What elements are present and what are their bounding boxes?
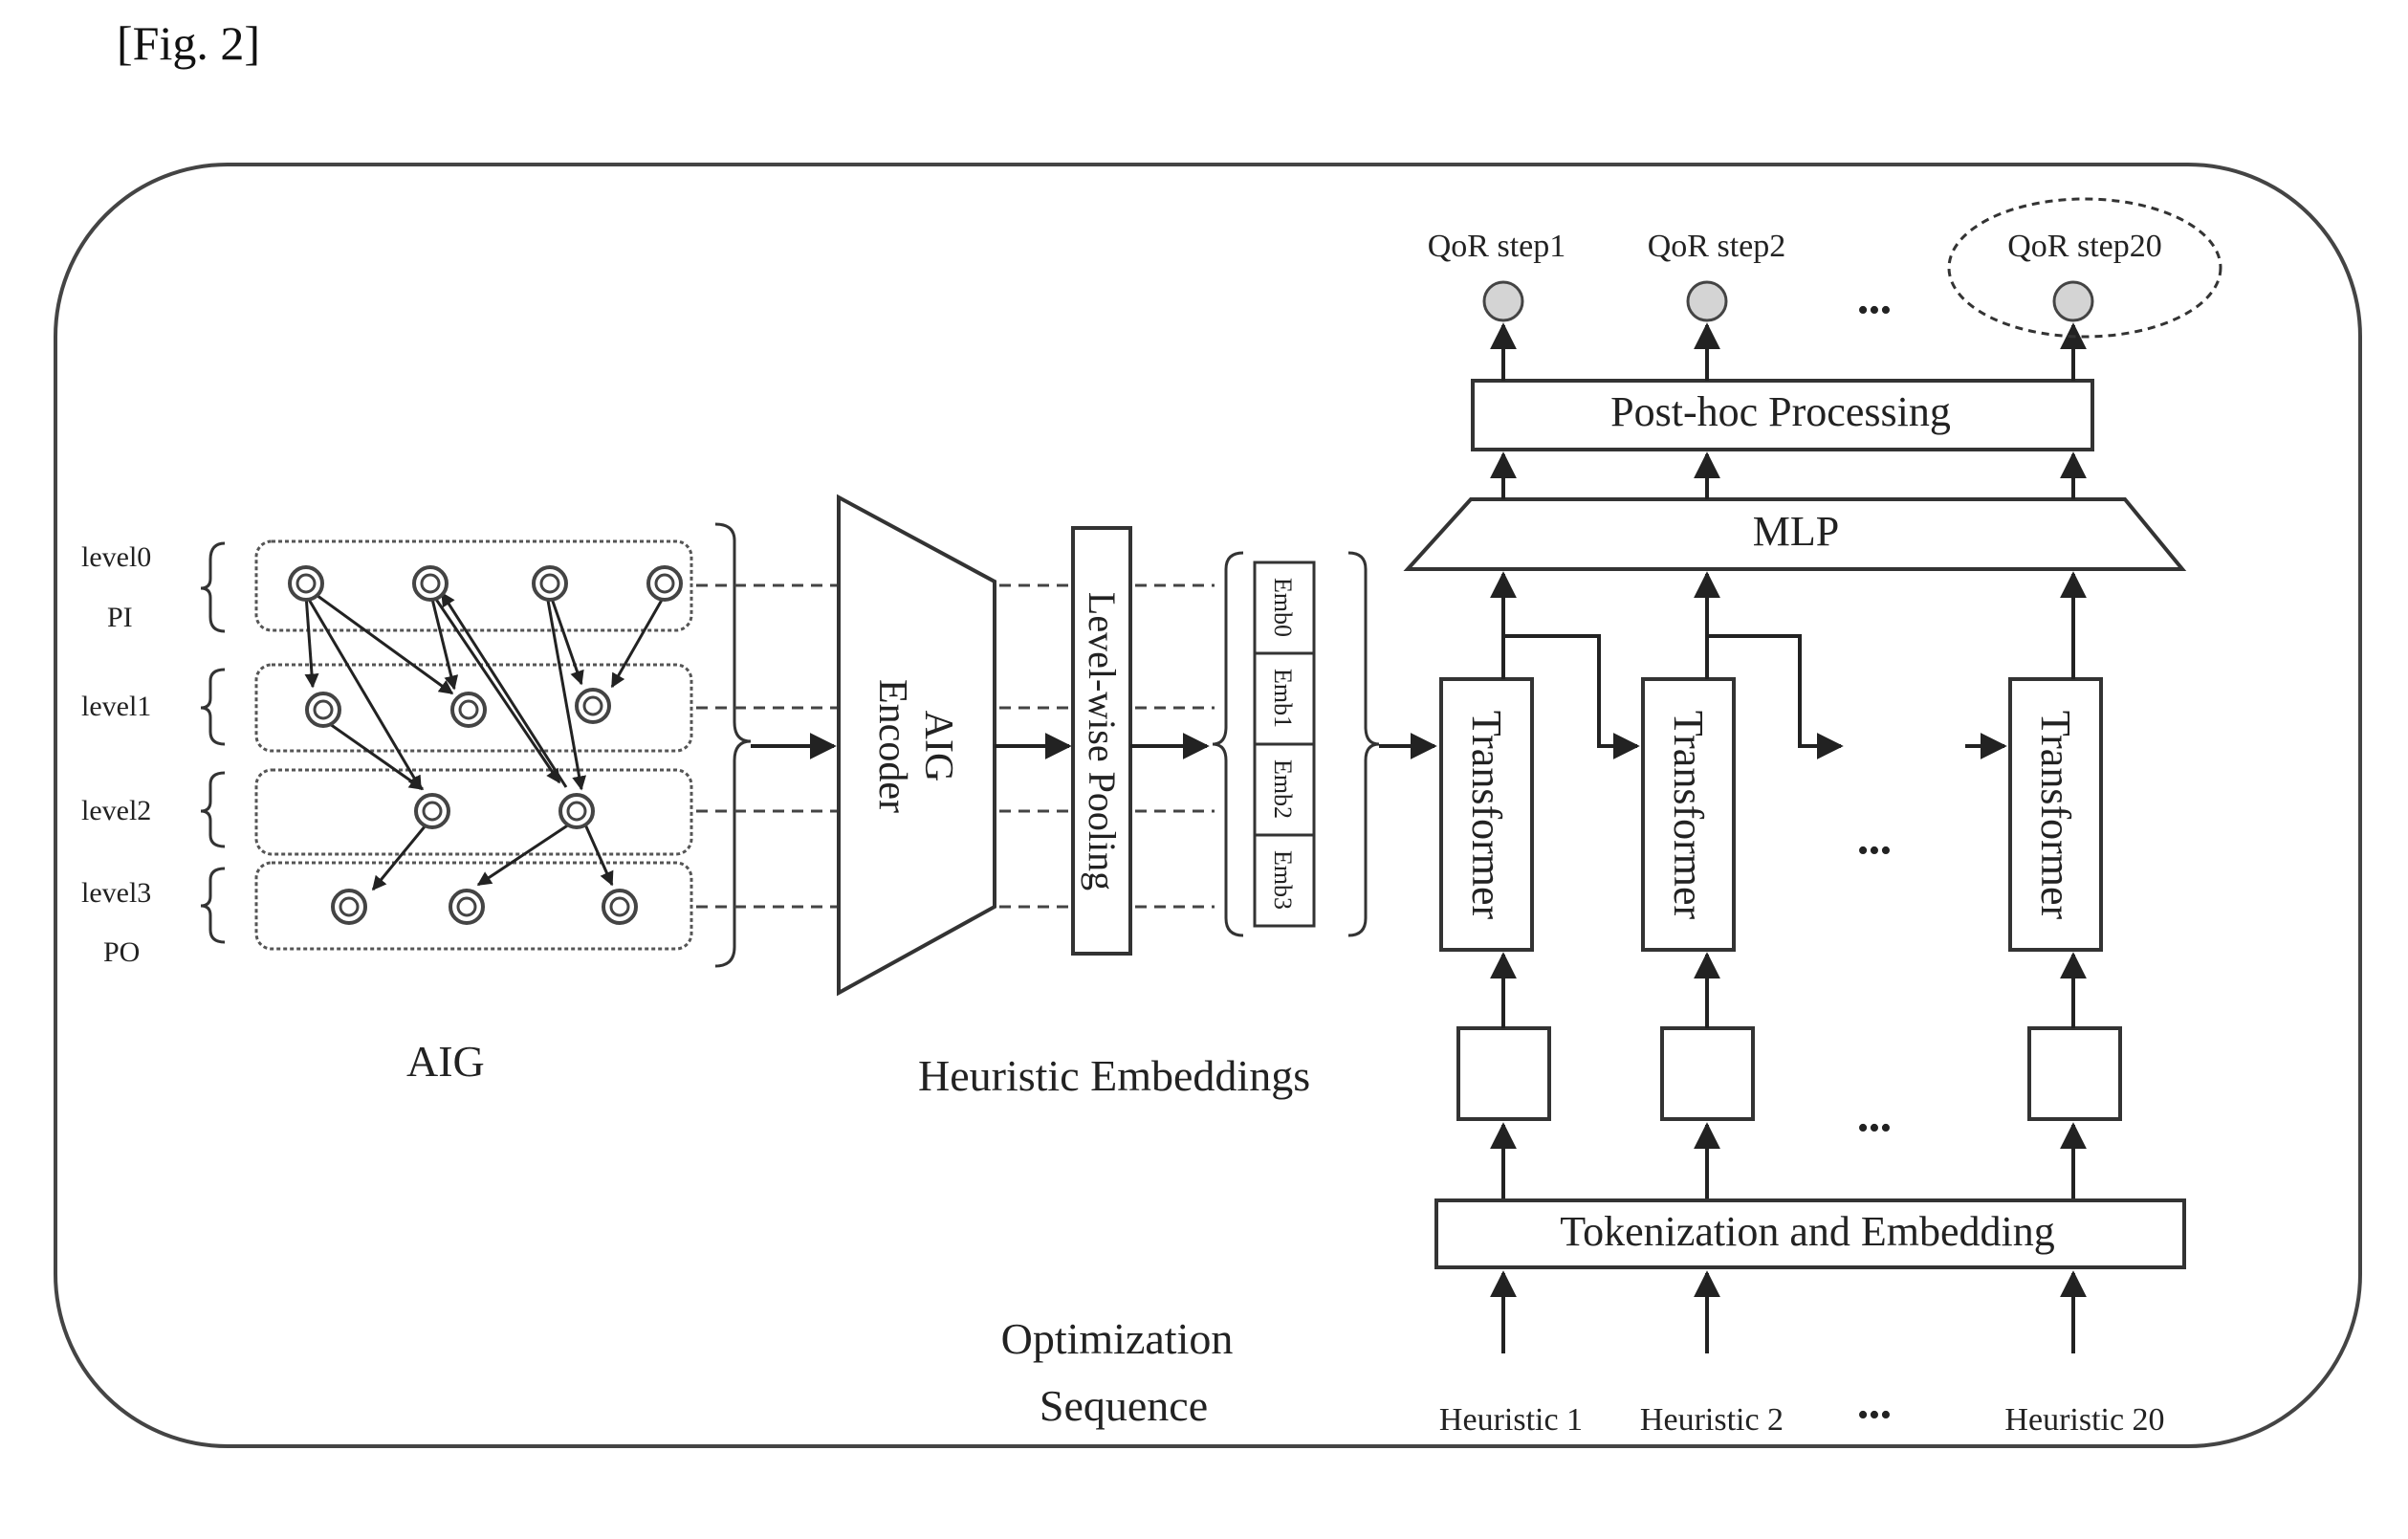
embeddings-right-brace <box>1347 551 1380 937</box>
pooling-to-embeddings-dashes <box>1135 583 1215 909</box>
aig-node <box>305 692 341 728</box>
token-to-transformer-arrows <box>1490 952 2087 1028</box>
level3-sublabel: PO <box>103 936 140 968</box>
tokenization-to-token-arrows <box>1490 1122 2087 1200</box>
heuristic-to-tokenization-arrows <box>1490 1270 2087 1353</box>
token-boxes <box>1456 1026 2122 1121</box>
embedding-cell-label: Emb0 <box>1269 578 1297 637</box>
embedding-cell <box>1253 742 1316 837</box>
transformer-label: Transformer <box>2032 711 2079 920</box>
aig-encoder-shape <box>837 494 996 997</box>
transformer-block <box>1641 677 1736 952</box>
tokenization-embedding-box <box>1434 1198 2186 1269</box>
qor-output-node <box>2052 280 2094 322</box>
level2-label: level2 <box>81 795 151 826</box>
heuristic-2-label: Heuristic 2 <box>1640 1402 1784 1438</box>
level0-brace <box>200 541 226 633</box>
aig-nodes <box>288 565 683 925</box>
ellipsis-transformers: ••• <box>1857 833 1892 868</box>
level1-brace <box>200 668 226 746</box>
aig-node <box>331 889 367 925</box>
token-box <box>1660 1026 1755 1121</box>
qor-step2-label: QoR step2 <box>1648 229 1786 264</box>
token-box <box>2027 1026 2122 1121</box>
qor-output-node <box>1686 280 1728 322</box>
aig-section: level0 PI level1 level2 level3 PO <box>81 539 693 1086</box>
heuristic-embeddings-caption: Heuristic Embeddings <box>918 1051 1310 1100</box>
encoder-line2: Encoder <box>870 679 914 813</box>
aig-node <box>602 889 638 925</box>
aig-to-encoder-dashes <box>696 583 837 909</box>
ellipsis-tokens: ••• <box>1857 1110 1892 1146</box>
level2-band <box>254 768 693 856</box>
transformer-block <box>1439 677 1534 952</box>
embedding-cell-label: Emb1 <box>1269 669 1297 728</box>
optimization-sequence-line1: Optimization <box>1001 1314 1234 1363</box>
level3-brace <box>200 867 226 944</box>
pooling-label: Level-wise Pooling <box>1081 592 1124 890</box>
heuristic-20-label: Heuristic 20 <box>2004 1402 2164 1438</box>
aig-caption: AIG <box>406 1037 485 1086</box>
level-wise-pooling-box <box>1071 526 1132 956</box>
embeddings-left-brace <box>1212 551 1244 937</box>
qor-step1-label: QoR step1 <box>1428 229 1566 264</box>
figure-label: [Fig. 2] <box>117 16 260 70</box>
aig-node <box>558 793 595 829</box>
encoder-to-pooling-dashes <box>999 583 1071 909</box>
ellipsis-heuristics: ••• <box>1857 1397 1892 1433</box>
qor-outputs: QoR step1 QoR step2 QoR step20 <box>1428 197 2222 339</box>
aig-node <box>288 565 324 602</box>
transformer-label: Transformer <box>1463 711 1510 920</box>
tokenization-label: Tokenization and Embedding <box>1560 1208 2054 1255</box>
level1-band <box>254 663 693 753</box>
transformer-to-mlp-arrows <box>1490 571 2087 679</box>
post-hoc-processing-box <box>1471 379 2094 451</box>
encoder-line1: AIG <box>916 711 960 782</box>
level0-label: level0 <box>81 541 151 573</box>
aig-node <box>646 565 683 602</box>
aig-node <box>532 565 568 602</box>
mlp-trapezoid <box>1403 497 2187 571</box>
aig-edges <box>304 590 667 891</box>
level1-label: level1 <box>81 691 151 722</box>
aig-node <box>412 565 449 602</box>
post-hoc-label: Post-hoc Processing <box>1610 388 1951 435</box>
transformer-blocks: Transformer Transformer Transformer <box>1439 677 2103 952</box>
posthoc-to-qor-arrows <box>1490 322 2087 381</box>
embedding-cell-label: Emb3 <box>1269 850 1297 910</box>
qor-step20-label: QoR step20 <box>2007 229 2162 264</box>
aig-node <box>414 793 450 829</box>
transformer-recurrent-links <box>1503 634 2007 759</box>
aig-node <box>450 692 487 728</box>
level0-sublabel: PI <box>107 602 133 633</box>
qor-step20-highlight <box>1947 197 2222 339</box>
heuristic-1-label: Heuristic 1 <box>1439 1402 1583 1438</box>
outer-frame <box>54 163 2362 1448</box>
level2-brace <box>200 771 226 848</box>
level3-band <box>254 861 693 951</box>
aig-node <box>449 889 485 925</box>
aig-node <box>575 688 611 724</box>
level0-band <box>254 539 693 632</box>
level3-label: level3 <box>81 877 151 909</box>
mlp-to-posthoc-arrows <box>1490 451 2087 499</box>
embedding-cell <box>1253 833 1316 928</box>
token-box <box>1456 1026 1551 1121</box>
embedding-cell-label: Emb2 <box>1269 759 1297 819</box>
transformer-label: Transformer <box>1665 711 1712 920</box>
aig-right-brace <box>714 522 752 968</box>
mlp-label: MLP <box>1753 508 1839 555</box>
ellipsis-qor: ••• <box>1857 293 1892 328</box>
heuristic-embeddings-column: Emb0 Emb1 Emb2 Emb3 <box>1253 561 1316 928</box>
transformer-block <box>2008 677 2103 952</box>
optimization-sequence-line2: Sequence <box>1040 1381 1208 1430</box>
qor-output-node <box>1482 280 1524 322</box>
